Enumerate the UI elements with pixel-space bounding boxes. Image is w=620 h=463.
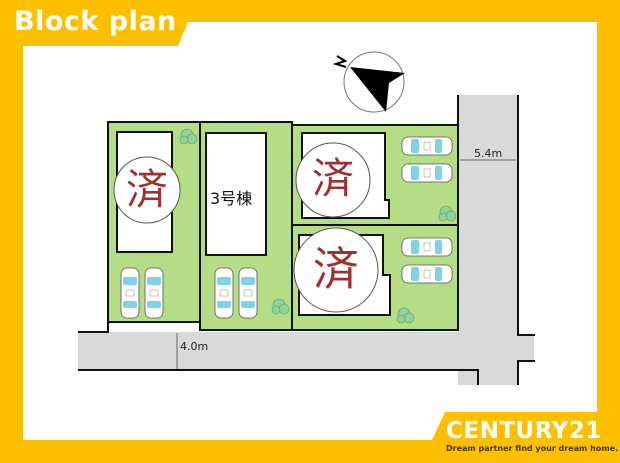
sold-label-lot-1: 済 — [125, 165, 168, 214]
sold-circle — [113, 156, 181, 224]
sold-label-lot-bottom-right: 済 — [313, 242, 359, 296]
house-lot-3 — [205, 132, 267, 256]
page-title: Block plan — [14, 6, 177, 37]
sold-circle — [293, 227, 379, 313]
sold-circle — [295, 142, 371, 218]
front-road — [78, 332, 518, 370]
brand-logo: CENTURY21 — [446, 418, 602, 444]
sold-label-lot-top-right: 済 — [311, 154, 354, 203]
footer-banner — [432, 412, 620, 463]
brand-tagline: Dream partner find your dream home. — [446, 444, 619, 453]
building-label-lot-3: 3号棟 — [210, 189, 253, 208]
side-road-width-label: 5.4m — [474, 147, 503, 160]
front-road-width-label: 4.0m — [180, 340, 209, 353]
north-arrow-icon — [332, 51, 405, 113]
